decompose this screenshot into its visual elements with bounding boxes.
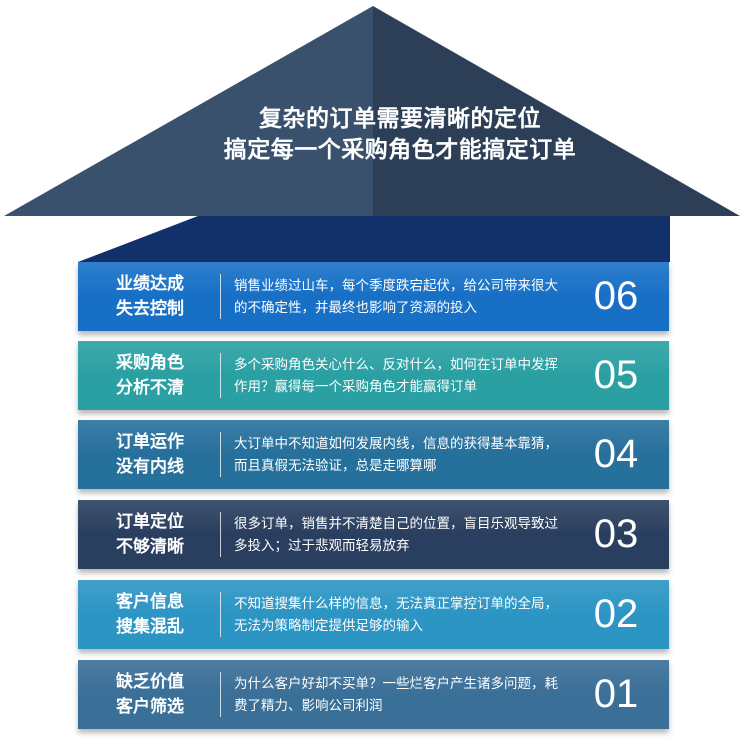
band-number: 01: [593, 672, 639, 716]
roof-title-line1: 复杂的订单需要清晰的定位: [259, 106, 541, 132]
band-divider: [220, 432, 221, 477]
house-roof: [4, 6, 740, 262]
band-title-line2: 分析不清: [116, 377, 184, 398]
band-title-line1: 业绩达成: [116, 273, 184, 294]
band-title: 业绩达成 失去控制: [92, 262, 208, 331]
band-title-line1: 采购角色: [116, 352, 184, 373]
band-title: 订单定位 不够清晰: [92, 500, 208, 569]
band-description: 销售业绩过山车，每个季度跌宕起伏，给公司带来很大的不确定性，并最终也影响了资源的…: [234, 277, 558, 316]
band-02: 客户信息 搜集混乱 不知道搜集什么样的信息，无法真正掌控订单的全局，无法为策略制…: [78, 580, 669, 649]
band-title: 采购角色 分析不清: [92, 341, 208, 410]
band-description: 多个采购角色关心什么、反对什么，如何在订单中发挥作用？赢得每一个采购角色才能赢得…: [234, 356, 558, 395]
band-title: 订单运作 没有内线: [92, 420, 208, 489]
roof-right-face: [373, 6, 740, 216]
band-description: 为什么客户好却不买单？一些烂客户产生诸多问题，耗费了精力、影响公司利润: [234, 675, 558, 714]
band-number: 02: [593, 592, 639, 636]
band-number: 05: [593, 353, 639, 397]
band-title: 客户信息 搜集混乱: [92, 580, 208, 649]
band-title-line2: 失去控制: [116, 298, 184, 319]
band-title-line1: 订单运作: [116, 431, 184, 452]
band-title-line1: 客户信息: [116, 591, 184, 612]
band-03: 订单定位 不够清晰 很多订单，销售并不清楚自己的位置，盲目乐观导致过多投入；过于…: [78, 500, 669, 569]
band-description: 大订单中不知道如何发展内线，信息的获得基本靠猜，而且真假无法验证，总是走哪算哪: [234, 435, 558, 474]
band-04: 订单运作 没有内线 大订单中不知道如何发展内线，信息的获得基本靠猜，而且真假无法…: [78, 420, 669, 489]
band-description: 很多订单，销售并不清楚自己的位置，盲目乐观导致过多投入；过于悲观而轻易放弃: [234, 515, 558, 554]
band-divider: [220, 353, 221, 398]
band-divider: [220, 274, 221, 319]
band-title-line2: 没有内线: [116, 456, 184, 477]
band-title-line1: 缺乏价值: [116, 671, 184, 692]
band-title-line2: 搜集混乱: [116, 616, 184, 637]
band-number: 06: [593, 274, 639, 318]
band-06: 业绩达成 失去控制 销售业绩过山车，每个季度跌宕起伏，给公司带来很大的不确定性，…: [78, 262, 669, 331]
band-05: 采购角色 分析不清 多个采购角色关心什么、反对什么，如何在订单中发挥作用？赢得每…: [78, 341, 669, 410]
roof-chimney: [78, 216, 670, 262]
roof-title: 复杂的订单需要清晰的定位 搞定每一个采购角色才能搞定订单: [150, 104, 650, 166]
roof-title-line2: 搞定每一个采购角色才能搞定订单: [223, 137, 577, 163]
band-number: 04: [593, 432, 639, 476]
band-title: 缺乏价值 客户筛选: [92, 660, 208, 729]
band-number: 03: [593, 512, 639, 556]
band-title-line2: 客户筛选: [116, 696, 184, 717]
band-divider: [220, 592, 221, 637]
band-divider: [220, 512, 221, 557]
band-description: 不知道搜集什么样的信息，无法真正掌控订单的全局，无法为策略制定提供足够的输入: [234, 595, 558, 634]
band-01: 缺乏价值 客户筛选 为什么客户好却不买单？一些烂客户产生诸多问题，耗费了精力、影…: [78, 660, 669, 729]
band-title-line1: 订单定位: [116, 511, 184, 532]
roof-left-face: [4, 6, 373, 216]
band-divider: [220, 672, 221, 717]
band-title-line2: 不够清晰: [116, 536, 184, 557]
